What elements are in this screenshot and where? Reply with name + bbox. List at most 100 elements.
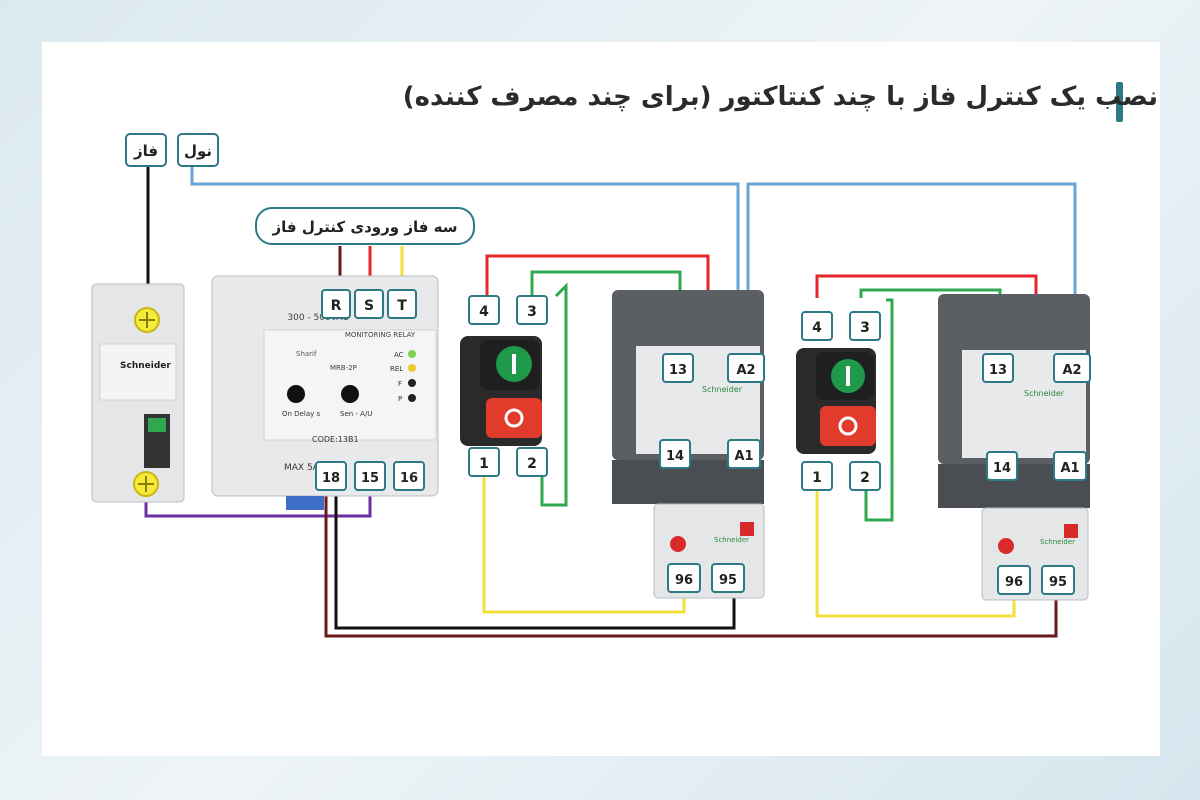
pb1-terminal-1: 1 <box>468 447 500 477</box>
svg-text:Schneider: Schneider <box>1024 389 1065 398</box>
svg-text:F: F <box>398 380 402 388</box>
svg-text:R: R <box>331 298 342 314</box>
yellow-wire-c2 <box>815 476 1016 618</box>
neutral-wire <box>190 165 740 358</box>
svg-text:2: 2 <box>527 456 537 472</box>
pb2-terminal-4: 4 <box>801 311 833 341</box>
svg-text:MONITORING RELAY: MONITORING RELAY <box>345 331 416 339</box>
delay-knob[interactable] <box>287 385 305 403</box>
c1-terminal-a2: A2 <box>727 353 765 383</box>
svg-text:96: 96 <box>675 573 693 588</box>
svg-text:فاز: فاز <box>133 142 158 160</box>
green-wire-c1b <box>540 282 568 507</box>
pushbutton-station-1 <box>460 336 542 446</box>
page-title: نصب یک کنترل فاز با چند کنتاکتور (برای چ… <box>402 82 1158 112</box>
c1-terminal-a1: A1 <box>727 439 761 469</box>
svg-text:S: S <box>364 298 374 314</box>
terminal-15: 15 <box>354 461 386 491</box>
svg-text:14: 14 <box>666 449 684 464</box>
c1-terminal-14: 14 <box>659 439 691 469</box>
svg-text:300 - 500VAC: 300 - 500VAC <box>287 313 348 323</box>
circuit-breaker: Schneider <box>91 283 185 503</box>
c1-terminal-96: 96 <box>667 563 701 593</box>
reset-button-2[interactable] <box>998 538 1014 554</box>
f-led <box>408 379 416 387</box>
svg-text:16: 16 <box>400 471 418 486</box>
c2-terminal-95: 95 <box>1041 565 1075 595</box>
pb2-terminal-2: 2 <box>849 461 881 491</box>
pb2-terminal-3: 3 <box>849 311 881 341</box>
svg-text:95: 95 <box>1049 575 1067 590</box>
svg-text:MRB-2P: MRB-2P <box>330 364 357 372</box>
svg-text:A2: A2 <box>1062 363 1081 378</box>
svg-text:Schneider: Schneider <box>702 385 743 394</box>
neutral-wire-2 <box>746 182 1077 358</box>
svg-text:CODE:13B1: CODE:13B1 <box>312 435 359 444</box>
svg-text:14: 14 <box>993 461 1011 476</box>
svg-text:96: 96 <box>1005 575 1023 590</box>
svg-text:P: P <box>398 395 402 403</box>
svg-text:1: 1 <box>479 456 489 472</box>
title-accent-bar <box>1116 82 1123 122</box>
svg-text:Schneider: Schneider <box>714 536 749 544</box>
svg-text:Sen - A/U: Sen - A/U <box>340 410 372 418</box>
svg-text:Schneider: Schneider <box>120 361 171 371</box>
purple-wire <box>144 480 372 518</box>
svg-text:Sharif: Sharif <box>296 350 317 358</box>
c2-terminal-a1: A1 <box>1053 451 1087 481</box>
svg-text:On Delay s: On Delay s <box>282 410 320 418</box>
c2-terminal-13: 13 <box>982 353 1014 383</box>
phase-control-relay: 300 - 500VAC MONITORING RELAY Sharif MRB… <box>211 275 439 510</box>
c1-terminal-13: 13 <box>662 353 694 383</box>
phase-label: فاز <box>125 133 167 167</box>
yellow-wire-c1 <box>482 476 686 614</box>
pushbutton-station-2 <box>796 348 876 454</box>
c2-terminal-a2: A2 <box>1053 353 1091 383</box>
terminal-s: S <box>354 289 384 319</box>
reset-button-1[interactable] <box>670 536 686 552</box>
svg-text:MAX 5A: MAX 5A <box>284 463 320 473</box>
c2-terminal-14: 14 <box>986 451 1018 481</box>
pb1-terminal-4: 4 <box>468 295 500 325</box>
svg-text:15: 15 <box>361 471 379 486</box>
contactor-2: Schneider Schneider <box>938 294 1090 601</box>
stop-button-1[interactable] <box>504 408 524 428</box>
stop-button-2[interactable] <box>838 416 858 436</box>
three-phase-input-label: سه فاز ورودی کنترل فاز <box>255 207 475 245</box>
svg-text:18: 18 <box>322 471 340 486</box>
svg-text:3: 3 <box>860 320 870 336</box>
terminal-16: 16 <box>393 461 425 491</box>
svg-text:AC: AC <box>394 351 404 359</box>
ac-led <box>408 350 416 358</box>
terminal-r: R <box>321 289 351 319</box>
svg-text:4: 4 <box>812 320 822 336</box>
green-wire-c2b <box>864 298 894 522</box>
svg-text:A1: A1 <box>734 449 753 464</box>
svg-text:REL: REL <box>390 365 403 373</box>
svg-text:سه فاز ورودی کنترل فاز: سه فاز ورودی کنترل فاز <box>272 218 458 236</box>
c1-terminal-95: 95 <box>711 563 745 593</box>
svg-text:2: 2 <box>860 470 870 486</box>
svg-text:1: 1 <box>812 470 822 486</box>
svg-text:13: 13 <box>669 363 687 378</box>
p-led <box>408 394 416 402</box>
svg-text:13: 13 <box>989 363 1007 378</box>
pb1-terminal-3: 3 <box>516 295 548 325</box>
svg-text:A1: A1 <box>1060 461 1079 476</box>
neutral-label: نول <box>177 133 219 167</box>
pb2-terminal-1: 1 <box>801 461 833 491</box>
svg-text:95: 95 <box>719 573 737 588</box>
pb1-terminal-2: 2 <box>516 447 548 477</box>
rel-led <box>408 364 416 372</box>
svg-text:3: 3 <box>527 304 537 320</box>
dark-wire-18 <box>324 480 1058 638</box>
svg-text:A2: A2 <box>736 363 755 378</box>
c2-terminal-96: 96 <box>997 565 1031 595</box>
svg-text:T: T <box>397 298 407 314</box>
sensitivity-knob[interactable] <box>341 385 359 403</box>
svg-text:4: 4 <box>479 304 489 320</box>
terminal-18: 18 <box>315 461 347 491</box>
svg-text:Schneider: Schneider <box>1040 538 1075 546</box>
terminal-t: T <box>387 289 417 319</box>
